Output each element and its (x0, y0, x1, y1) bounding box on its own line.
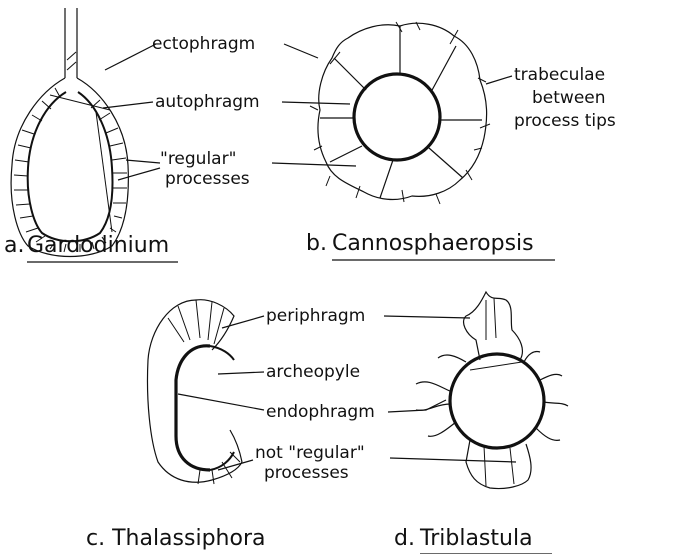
caption-d-genus: Triblastula (419, 526, 533, 551)
panel-c-thalassiphora (147, 300, 242, 484)
label-trabeculae-line2: between (532, 88, 606, 108)
label-not-regular-line1: not "regular" (255, 443, 365, 463)
caption-c: c. Thalassiphora (86, 526, 265, 551)
label-archeopyle: archeopyle (266, 362, 360, 382)
caption-a: a. Gardodinium (4, 233, 178, 262)
caption-b-prefix: b. (306, 231, 327, 256)
label-endophragm: endophragm (266, 402, 375, 422)
panel-b-cannosphaeropsis (310, 22, 490, 204)
label-trabeculae-line1: trabeculae (514, 65, 605, 85)
label-regular-line2: processes (165, 169, 250, 189)
label-not-regular-line2: processes (264, 463, 349, 483)
label-periphragm: periphragm (266, 306, 365, 326)
label-regular-line1: "regular" (160, 149, 236, 169)
caption-d-prefix: d. (394, 526, 415, 551)
regular-processes-strokes (14, 88, 127, 252)
caption-a-genus: Gardodinium (27, 233, 169, 258)
panel-b-labels: trabeculae between process tips (486, 65, 616, 131)
label-trabeculae-line3: process tips (514, 111, 616, 131)
label-autophragm: autophragm (155, 92, 260, 112)
caption-a-prefix: a. (4, 233, 24, 258)
panel-a-gardodinium (11, 8, 128, 257)
caption-c: c. Thalassiphora (86, 526, 265, 551)
panel-c-labels: periphragm archeopyle endophragm not "re… (178, 306, 516, 483)
label-ectophragm: ectophragm (152, 34, 255, 54)
caption-d: d. Triblastula (394, 526, 552, 554)
panel-a-labels: ectophragm autophragm "regular" processe… (103, 34, 356, 189)
caption-b-genus: Cannosphaeropsis (332, 231, 534, 256)
caption-b: b. Cannosphaeropsis (306, 231, 555, 260)
